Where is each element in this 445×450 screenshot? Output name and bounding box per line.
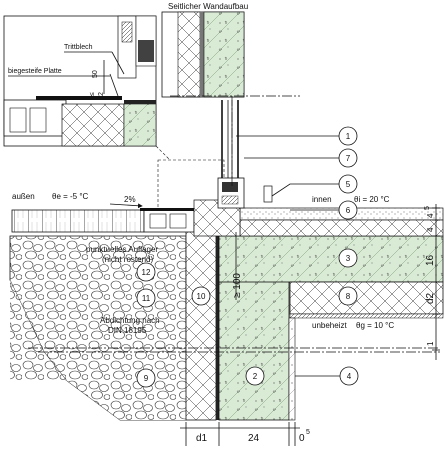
callout-3: 3 [346, 254, 351, 263]
dimension-bottom: d1 24 0 5 [180, 422, 310, 446]
ceiling-insulation [289, 281, 444, 315]
dimension-right: 4 5 4 16 d2 1 [424, 204, 440, 360]
callout-7: 7 [346, 154, 351, 163]
callout-8: 8 [346, 292, 351, 301]
dim-right-4b: 4 [426, 227, 435, 232]
inset-dim-b: 2 [98, 92, 105, 96]
dim-right-4a: 4 [426, 213, 435, 218]
callout-1: 1 [346, 132, 351, 141]
label-auflager-2: (nicht rostend) [102, 255, 153, 264]
callout-2: 2 [253, 372, 258, 381]
label-aussen: außen [12, 192, 35, 201]
label-innen: innen [312, 195, 332, 204]
label-unbeheizt: unbeheizt [312, 321, 347, 330]
label-trittblech: Trittblech [64, 44, 93, 51]
dim-right-5: 5 [424, 206, 431, 210]
dim-bottom-d1: d1 [196, 433, 208, 444]
dim-bottom-5: 5 [306, 429, 310, 436]
label-theta-i: θi = 20 °C [354, 195, 390, 204]
dim-right-d2: d2 [425, 292, 436, 304]
inset-wall-buildup: Seitlicher Wandaufbau [161, 2, 248, 98]
label-ge100: ≥ 100 [232, 273, 243, 298]
inset-dim-a: 50 [92, 70, 99, 78]
dim-right-1: 1 [426, 341, 435, 346]
inset-grating [3, 99, 67, 137]
callouts: 1 7 5 6 3 8 2 4 12 11 10 9 [136, 126, 359, 388]
callout-12: 12 [142, 268, 151, 277]
label-auflager-1: punktuelles Auflager [86, 245, 158, 254]
perimeter-insulation [185, 223, 217, 421]
inset-dim-rel: ≤ [89, 92, 96, 96]
dim-right-16: 16 [425, 254, 436, 266]
label-theta-e: θe = -5 °C [52, 192, 89, 201]
label-abdichtung-2: DIN 18195 [108, 326, 147, 335]
callout-4: 4 [347, 372, 352, 381]
impact-insulation [239, 219, 444, 237]
floor-slab [218, 235, 444, 283]
inset-threshold: Trittblech biegesteife Platte 50 ≤ 2 [3, 15, 157, 147]
dim-bottom-0: 0 [299, 433, 305, 444]
dim-bottom-24: 24 [248, 433, 260, 444]
label-slope: 2% [124, 195, 136, 204]
grating-main [11, 208, 220, 233]
callout-9: 9 [144, 374, 149, 383]
callout-6: 6 [346, 206, 351, 215]
callout-5: 5 [346, 180, 351, 189]
callout-11: 11 [142, 294, 151, 303]
label-theta-g: θg = 10 °C [356, 321, 394, 330]
callout-10: 10 [197, 292, 206, 301]
inset-title: Seitlicher Wandaufbau [168, 2, 248, 11]
label-platte: biegesteife Platte [8, 68, 62, 75]
label-abdichtung-1: Abdichtung nach [100, 316, 160, 325]
